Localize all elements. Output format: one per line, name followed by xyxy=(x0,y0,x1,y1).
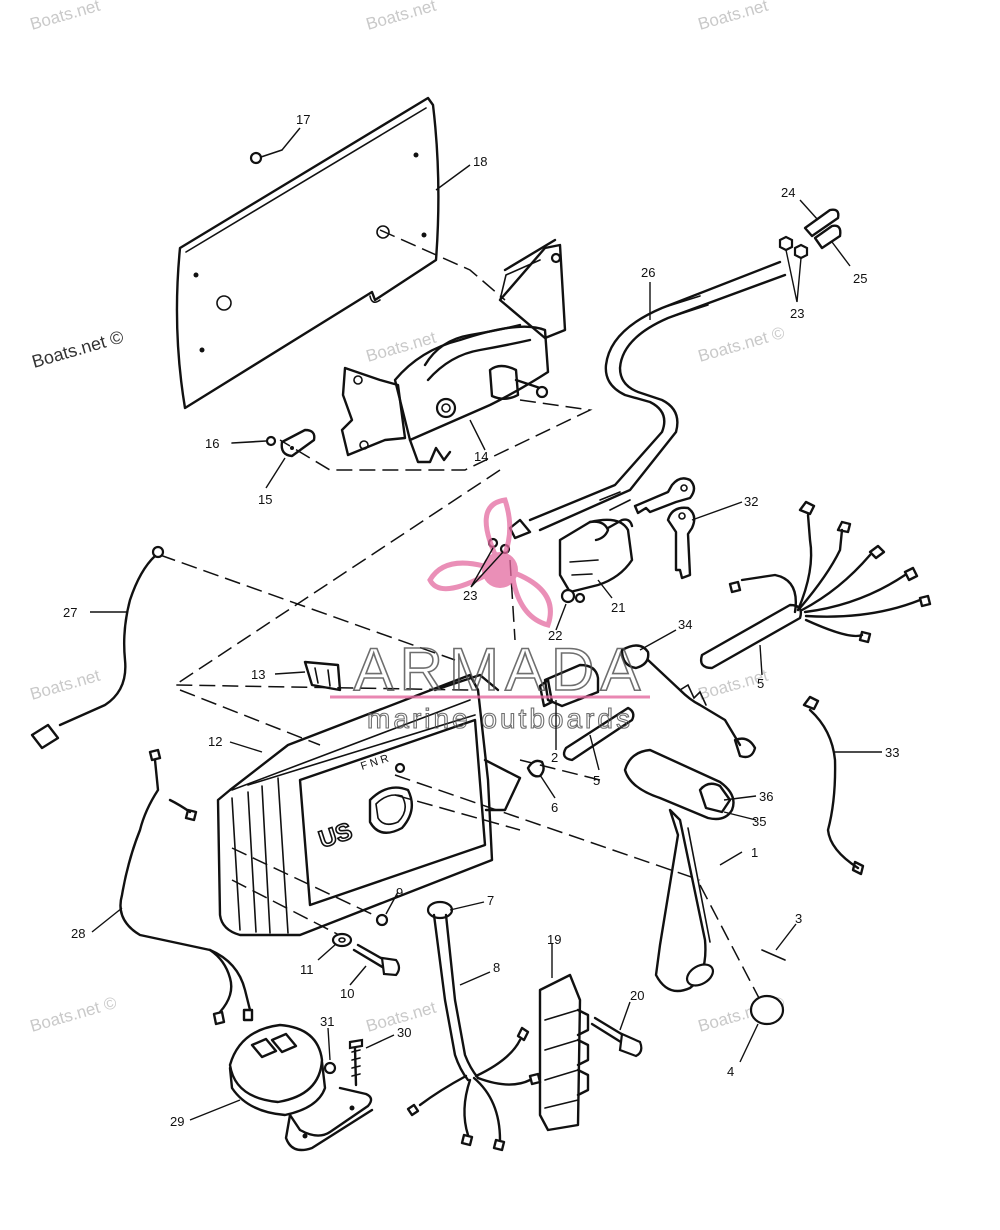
armada-logo xyxy=(427,497,553,629)
callout: 14 xyxy=(474,449,488,464)
callout: 13 xyxy=(251,667,265,682)
logo-name: ARMADA xyxy=(354,636,647,703)
watermark: Boats.net xyxy=(696,0,771,34)
callout: 5 xyxy=(593,773,600,788)
screw xyxy=(375,913,389,927)
callouts: 17 18 24 25 26 23 16 14 15 32 27 23 21 2… xyxy=(63,112,899,1129)
wire-lead xyxy=(30,545,165,750)
watermark-copyright: Boats.net © xyxy=(30,327,126,372)
bolt xyxy=(590,1016,643,1058)
callout: 8 xyxy=(493,960,500,975)
callout: 26 xyxy=(641,265,655,280)
callout: 36 xyxy=(759,789,773,804)
watermark: Boats.net xyxy=(28,0,103,34)
sleeve xyxy=(562,706,635,762)
callout: 28 xyxy=(71,926,85,941)
callout: 15 xyxy=(258,492,272,507)
screw xyxy=(348,1038,364,1087)
callout: 27 xyxy=(63,605,77,620)
control-cables xyxy=(508,260,787,540)
wire-harness xyxy=(406,913,542,1152)
cable-end xyxy=(803,208,842,250)
nut xyxy=(323,1061,337,1075)
callout: 30 xyxy=(397,1025,411,1040)
callout: 12 xyxy=(208,734,222,749)
callout: 9 xyxy=(396,885,403,900)
control-handle xyxy=(623,748,735,993)
callout: 4 xyxy=(727,1064,734,1079)
case-brand: US xyxy=(316,818,356,854)
cam-block xyxy=(280,428,316,458)
callout: 21 xyxy=(611,600,625,615)
callout: 1 xyxy=(751,845,758,860)
callout: 23 xyxy=(790,306,804,321)
callout: 16 xyxy=(205,436,219,451)
retainer-clip xyxy=(303,660,342,692)
callout: 23 xyxy=(463,588,477,603)
callout: 32 xyxy=(744,494,758,509)
nut xyxy=(778,235,809,260)
callout: 3 xyxy=(795,911,802,926)
bolt xyxy=(352,943,401,977)
callout: 7 xyxy=(487,893,494,908)
callout: 34 xyxy=(678,617,692,632)
washer xyxy=(331,932,353,948)
control-housing xyxy=(216,673,522,937)
callout: 5 xyxy=(757,676,764,691)
wire-sleeve xyxy=(699,603,803,670)
grommet xyxy=(426,900,454,920)
wire-harness xyxy=(728,500,932,644)
callout: 6 xyxy=(551,800,558,815)
terminal-block xyxy=(538,973,590,1132)
callout: 33 xyxy=(885,745,899,760)
screw xyxy=(249,149,283,165)
watermark: Boats.net © xyxy=(28,993,119,1036)
callout: 22 xyxy=(548,628,562,643)
callout: 10 xyxy=(340,986,354,1001)
lanyard-switch xyxy=(620,644,757,759)
callout: 20 xyxy=(630,988,644,1003)
callout: 35 xyxy=(752,814,766,829)
knob xyxy=(749,994,785,1026)
logo-tagline: marine outboards xyxy=(367,703,633,734)
wire-lead xyxy=(119,748,254,1026)
keys xyxy=(633,477,696,580)
wire-lead xyxy=(802,695,865,876)
mounting-plate xyxy=(175,96,440,410)
callout: 17 xyxy=(296,112,310,127)
watermark: Boats.net xyxy=(364,0,439,34)
callout: 11 xyxy=(300,962,314,977)
callout: 31 xyxy=(320,1014,334,1029)
washer xyxy=(526,759,545,778)
leader-lines xyxy=(90,127,882,1121)
case-shift-letters: F N R xyxy=(359,753,390,773)
watermark: Boats.net xyxy=(28,666,103,704)
callout: 18 xyxy=(473,154,487,169)
neutral-switch xyxy=(538,663,600,708)
callout: 24 xyxy=(781,185,795,200)
screw xyxy=(231,435,277,447)
callout: 25 xyxy=(853,271,867,286)
callout: 19 xyxy=(547,932,561,947)
callout: 2 xyxy=(551,750,558,765)
nut xyxy=(560,588,576,604)
assembly-lines xyxy=(159,229,761,1001)
control-mechanism xyxy=(340,238,567,464)
watermark: Boats.net © xyxy=(696,323,787,366)
pin xyxy=(761,949,786,961)
callout: 29 xyxy=(170,1114,184,1129)
warning-horn xyxy=(228,1023,374,1152)
